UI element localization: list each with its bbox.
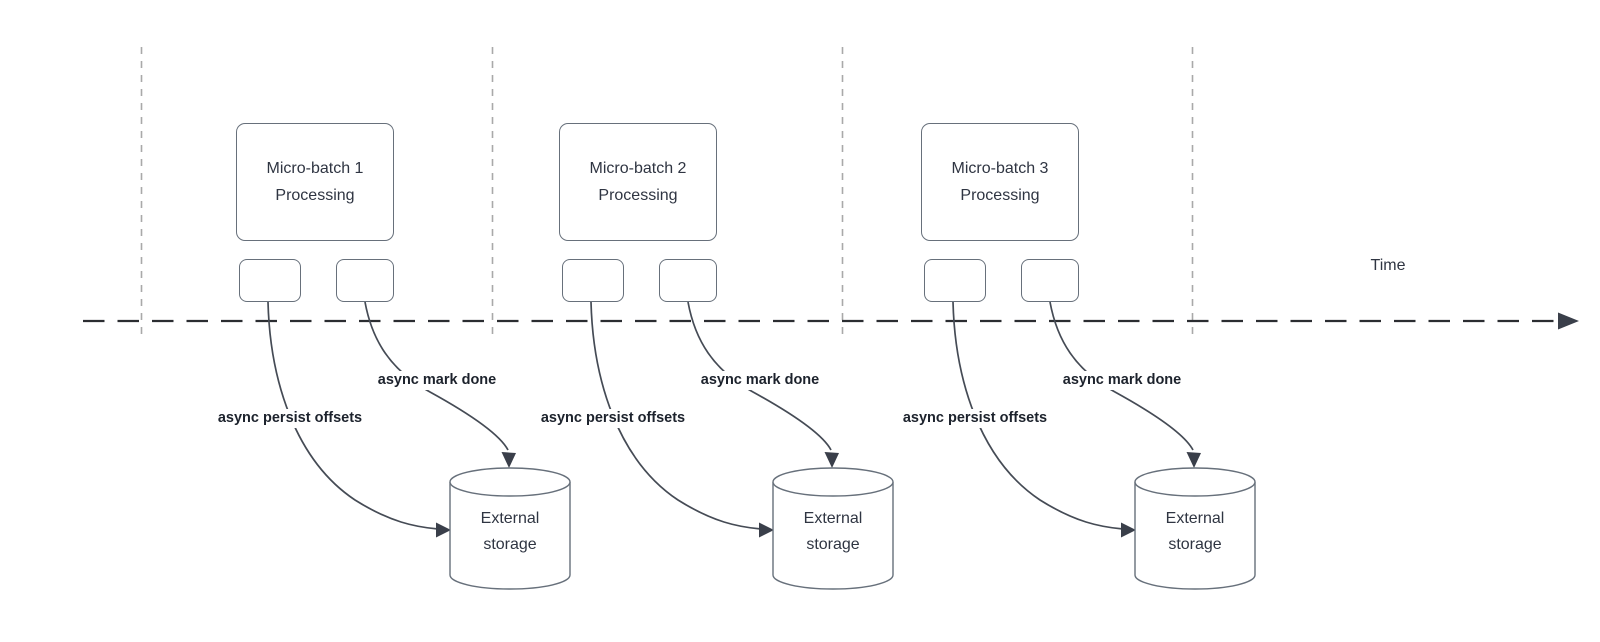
mark-done-label: async mark done [363, 371, 511, 390]
done-arrowhead-icon [501, 452, 516, 468]
micro-batch-3-persist-task-box [924, 259, 986, 302]
done-arrowhead-icon [1186, 452, 1201, 468]
external-storage-cylinder [449, 467, 571, 590]
micro-batch-2-done-task-box [659, 259, 717, 302]
persist-offsets-label: async persist offsets [881, 409, 1069, 428]
batch-3-lines [952, 301, 1256, 590]
micro-batch-1-persist-task-box [239, 259, 301, 302]
persist-arrowhead-icon [436, 522, 451, 538]
external-storage-label: External storage [803, 510, 863, 553]
mark-done-arrow [364, 301, 509, 451]
micro-batch-1-done-task-box [336, 259, 394, 302]
mark-done-label: async mark done [1048, 371, 1196, 390]
batch-2-lines [590, 301, 894, 590]
external-storage-cylinder [1134, 467, 1256, 590]
micro-batch-3-box: Micro-batch 3 Processing [921, 123, 1079, 241]
persist-arrowhead-icon [759, 522, 774, 538]
persist-offsets-arrow [952, 301, 1124, 530]
time-axis-label: Time [1370, 257, 1406, 274]
micro-batch-1-box: Micro-batch 1 Processing [236, 123, 394, 241]
mark-done-arrow [1049, 301, 1194, 451]
micro-batch-2-persist-task-box [562, 259, 624, 302]
persist-offsets-label: async persist offsets [519, 409, 707, 428]
time-axis [83, 312, 1579, 330]
persist-offsets-arrow [267, 301, 439, 530]
micro-batch-2-box: Micro-batch 2 Processing [559, 123, 717, 241]
external-storage-label: External storage [1165, 510, 1225, 553]
persist-arrowhead-icon [1121, 522, 1136, 538]
external-storage-label: External storage [480, 510, 540, 553]
mark-done-arrow [687, 301, 832, 451]
persist-offsets-label: async persist offsets [196, 409, 384, 428]
time-axis-arrowhead-icon [1558, 312, 1579, 330]
micro-batch-3-done-task-box [1021, 259, 1079, 302]
time-guide-lines [140, 47, 1194, 339]
done-arrowhead-icon [824, 452, 839, 468]
persist-offsets-arrow [590, 301, 762, 530]
mark-done-label: async mark done [686, 371, 834, 390]
batch-1-lines [267, 301, 571, 590]
external-storage-cylinder [772, 467, 894, 590]
